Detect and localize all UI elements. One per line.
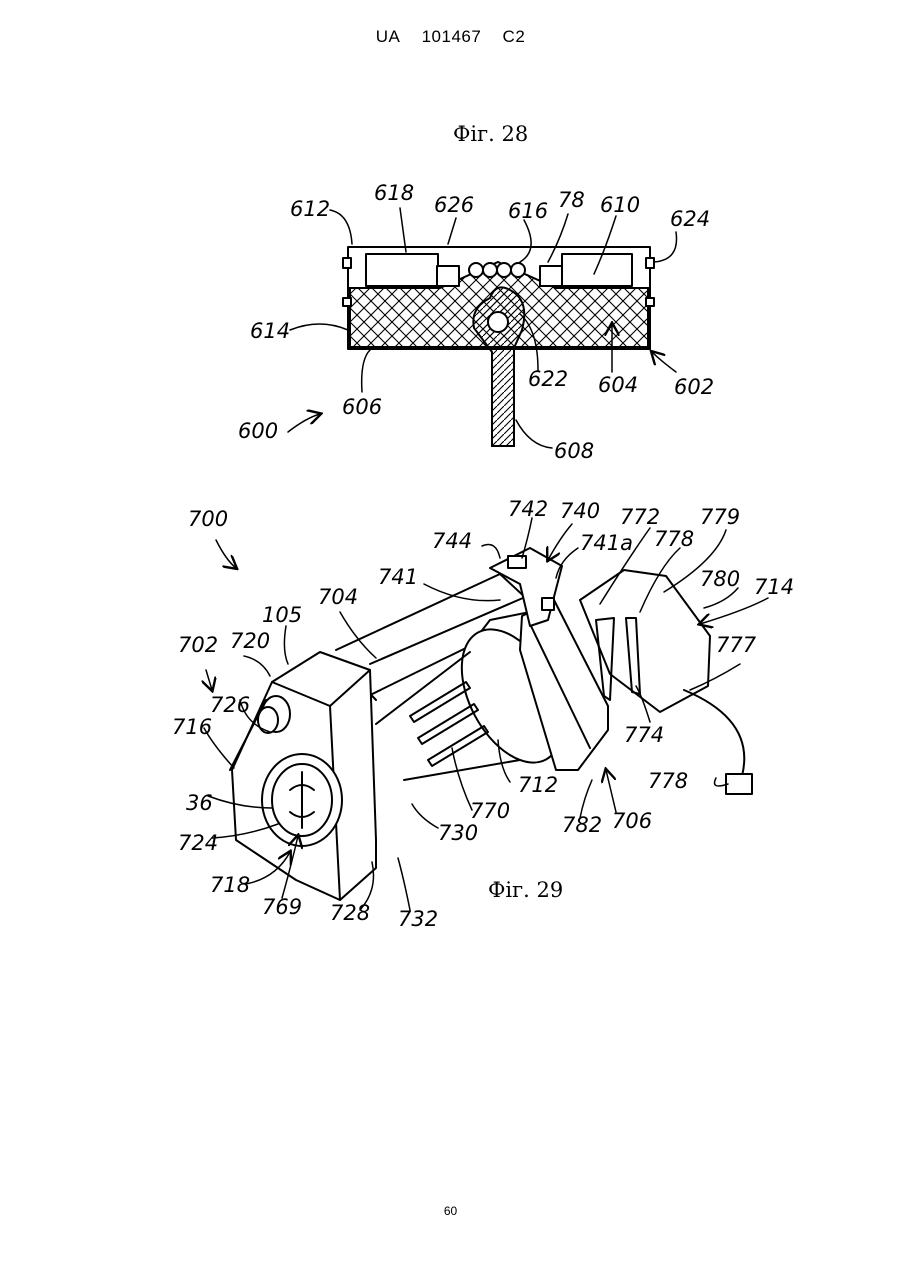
notch-left — [343, 258, 351, 268]
label-720: 720 — [230, 629, 270, 653]
label-724: 724 — [178, 831, 218, 855]
label-772: 772 — [620, 505, 660, 529]
figure-28-drawing: 612 618 626 616 78 610 624 614 622 604 6… — [238, 181, 714, 463]
label-600: 600 — [238, 419, 278, 443]
ball-2 — [483, 263, 497, 277]
bracket-window — [508, 556, 526, 568]
label-778-top: 778 — [654, 527, 694, 551]
label-741: 741 — [378, 565, 418, 589]
label-614: 614 — [250, 319, 290, 343]
label-777: 777 — [716, 633, 757, 657]
label-706: 706 — [612, 809, 652, 833]
label-726: 726 — [210, 693, 250, 717]
label-622: 622 — [528, 367, 568, 391]
label-610: 610 — [600, 193, 640, 217]
label-741a: 741a — [580, 531, 633, 555]
cavity-610 — [562, 254, 632, 286]
notch-left-low — [343, 298, 351, 306]
notch-right-low — [646, 298, 654, 306]
label-744: 744 — [432, 529, 472, 553]
bracket-square — [542, 598, 554, 610]
label-606: 606 — [342, 395, 382, 419]
label-778-bottom: 778 — [648, 769, 688, 793]
label-702: 702 — [178, 633, 218, 657]
label-779: 779 — [700, 505, 740, 529]
cable-777 — [684, 690, 744, 776]
label-774: 774 — [624, 723, 664, 747]
notch-right — [646, 258, 654, 268]
label-714: 714 — [754, 575, 794, 599]
label-105: 105 — [262, 603, 302, 627]
label-782: 782 — [562, 813, 602, 837]
block-right — [540, 266, 562, 286]
label-728: 728 — [330, 901, 370, 925]
label-700: 700 — [188, 507, 228, 531]
label-769: 769 — [262, 895, 302, 919]
ball-1 — [469, 263, 483, 277]
slot-3 — [428, 726, 488, 766]
plug-778 — [726, 774, 752, 794]
lever-pivot — [488, 312, 508, 332]
block-left — [437, 266, 459, 286]
label-612: 612 — [290, 197, 330, 221]
slot-1 — [410, 682, 470, 722]
label-712: 712 — [518, 773, 558, 797]
label-608: 608 — [554, 439, 594, 463]
label-78: 78 — [558, 188, 585, 212]
label-604: 604 — [598, 373, 638, 397]
slot-2 — [418, 704, 478, 744]
label-716: 716 — [172, 715, 212, 739]
label-770: 770 — [470, 799, 510, 823]
label-730: 730 — [438, 821, 478, 845]
label-780: 780 — [700, 567, 740, 591]
label-618: 618 — [374, 181, 414, 205]
page-number: 60 — [0, 1204, 901, 1218]
cavity-618 — [366, 254, 438, 286]
label-718: 718 — [210, 873, 250, 897]
ball-4 — [511, 263, 525, 277]
figure-29-drawing: 700 742 740 744 741a 772 778 779 780 714… — [172, 497, 794, 931]
ball-3 — [497, 263, 511, 277]
label-704: 704 — [318, 585, 358, 609]
label-742: 742 — [508, 497, 548, 521]
label-624: 624 — [670, 207, 710, 231]
label-626: 626 — [434, 193, 474, 217]
figure-29-title: Фіг. 29 — [488, 878, 563, 902]
label-732: 732 — [398, 907, 438, 931]
label-602: 602 — [674, 375, 714, 399]
label-740: 740 — [560, 499, 600, 523]
label-616: 616 — [508, 199, 548, 223]
label-36: 36 — [186, 791, 213, 815]
